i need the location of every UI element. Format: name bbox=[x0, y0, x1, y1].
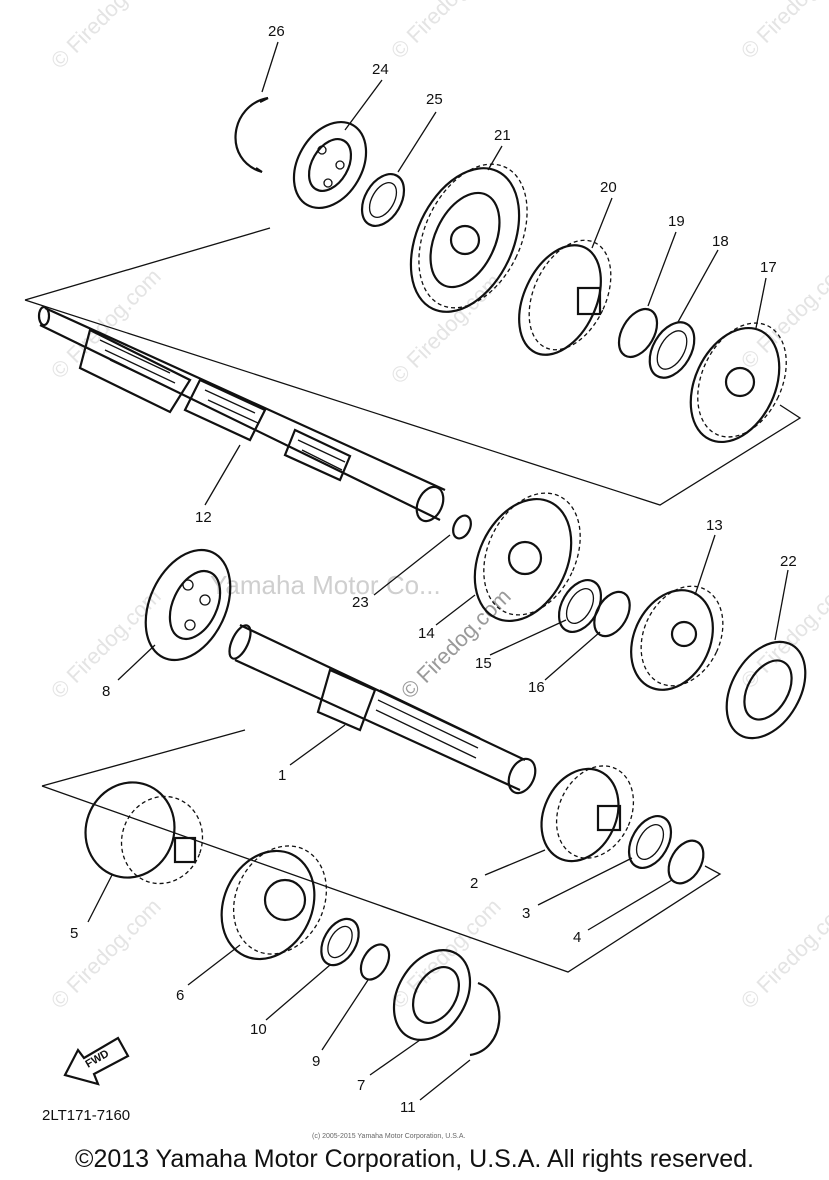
part-label-3: 3 bbox=[522, 905, 530, 922]
watermark: © Firedog.com bbox=[736, 254, 829, 374]
part-label-25: 25 bbox=[426, 91, 443, 108]
part-17-gear bbox=[689, 322, 787, 444]
watermarks: © Firedog.com © Firedog.com © Firedog.co… bbox=[46, 0, 829, 1014]
part-label-26: 26 bbox=[268, 23, 285, 40]
watermark: © Firedog.com bbox=[46, 264, 166, 384]
part-3-washer bbox=[627, 815, 673, 869]
diagram-code: 2LT171-7160 bbox=[42, 1107, 130, 1124]
watermark: © Firedog.com bbox=[736, 894, 829, 1014]
part-19-circlip bbox=[617, 308, 659, 358]
forward-arrow-icon: FWD bbox=[63, 1036, 130, 1086]
copyright-notice: ©2013 Yamaha Motor Corporation, U.S.A. A… bbox=[75, 1145, 754, 1173]
part-label-16: 16 bbox=[528, 679, 545, 696]
part-21-gear bbox=[409, 163, 528, 313]
part-26-circlip bbox=[234, 96, 269, 174]
part-10-washer bbox=[320, 917, 360, 967]
part-label-20: 20 bbox=[600, 179, 617, 196]
outline-bottom-left bbox=[41, 729, 246, 787]
outline-top bbox=[24, 299, 802, 506]
part-1-main-axle bbox=[228, 624, 537, 795]
part-label-11: 11 bbox=[400, 1099, 416, 1116]
part-14-gear bbox=[473, 492, 581, 623]
part-4-circlip bbox=[667, 839, 705, 885]
part-7-bearing bbox=[392, 948, 472, 1042]
part-25-washer bbox=[360, 173, 406, 227]
part-label-1: 1 bbox=[278, 767, 286, 784]
outline-bottom bbox=[41, 785, 722, 973]
part-label-17: 17 bbox=[760, 259, 777, 276]
watermark: © Firedog.com bbox=[736, 574, 829, 694]
part-label-6: 6 bbox=[176, 987, 184, 1004]
part-label-21: 21 bbox=[494, 127, 511, 144]
part-label-24: 24 bbox=[372, 61, 389, 78]
part-label-2: 2 bbox=[470, 875, 478, 892]
part-label-13: 13 bbox=[706, 517, 723, 534]
part-15-washer bbox=[557, 579, 603, 633]
part-label-7: 7 bbox=[357, 1077, 365, 1094]
watermark: © Firedog.com bbox=[386, 894, 506, 1014]
part-22-bearing bbox=[725, 640, 807, 740]
part-label-9: 9 bbox=[312, 1053, 320, 1070]
part-label-5: 5 bbox=[70, 925, 78, 942]
part-label-22: 22 bbox=[780, 553, 797, 570]
part-16-circlip bbox=[593, 590, 631, 638]
part-24-bearing bbox=[292, 120, 368, 210]
part-label-18: 18 bbox=[712, 233, 729, 250]
watermark: © Firedog.com bbox=[46, 0, 166, 74]
part-18-washer bbox=[648, 321, 696, 379]
part-label-12: 12 bbox=[195, 509, 212, 526]
part-5-gear bbox=[84, 781, 204, 885]
part-20-gear bbox=[518, 239, 612, 356]
watermark-dark: © Firedog.com bbox=[396, 584, 516, 704]
part-13-gear bbox=[630, 585, 724, 691]
part-label-19: 19 bbox=[668, 213, 685, 230]
leader-lines bbox=[87, 41, 789, 1101]
center-watermark: Yamaha Motor Co... bbox=[210, 570, 441, 600]
part-label-10: 10 bbox=[250, 1021, 267, 1038]
watermark: © Firedog.com bbox=[736, 0, 829, 64]
part-number-labels: 26 24 25 21 20 19 18 17 12 23 14 13 22 1… bbox=[70, 23, 797, 1116]
watermark: © Firedog.com bbox=[386, 0, 506, 64]
part-6-gear bbox=[220, 845, 328, 961]
assembly-outlines bbox=[24, 227, 802, 973]
part-11-circlip bbox=[469, 981, 501, 1057]
part-label-14: 14 bbox=[418, 625, 435, 642]
part-23-collar bbox=[452, 514, 472, 540]
outline-top-left bbox=[24, 227, 271, 301]
part-label-23: 23 bbox=[352, 594, 369, 611]
small-copyright: (c) 2005-2015 Yamaha Motor Corporation, … bbox=[312, 1133, 465, 1140]
part-label-8: 8 bbox=[102, 683, 110, 700]
part-12-countershaft bbox=[37, 305, 446, 523]
watermark: © Firedog.com bbox=[46, 894, 166, 1014]
part-8-bearing bbox=[144, 548, 232, 662]
part-9-circlip bbox=[359, 943, 391, 981]
part-label-4: 4 bbox=[573, 929, 581, 946]
part-2-gear bbox=[540, 765, 635, 863]
part-label-15: 15 bbox=[475, 655, 492, 672]
